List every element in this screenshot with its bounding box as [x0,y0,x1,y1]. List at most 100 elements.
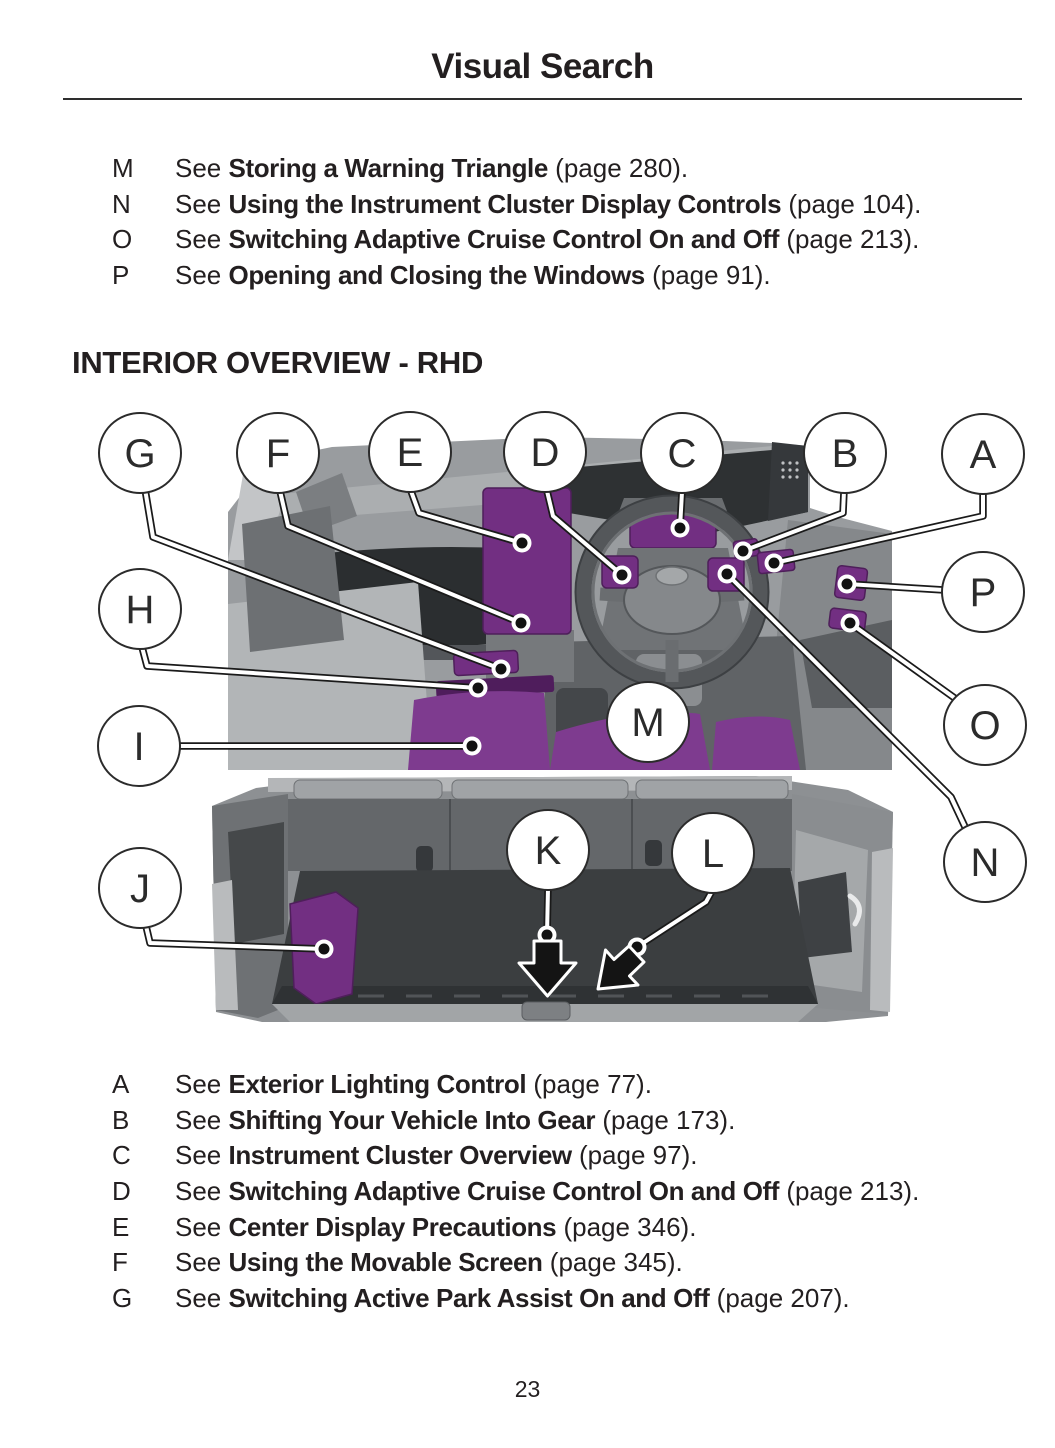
svg-text:I: I [133,725,144,769]
callout-j: J [98,847,182,929]
callouts: G F E D C B A H P I O M N J K L [97,411,1027,929]
svg-text:C: C [668,432,697,476]
svg-text:N: N [971,841,1000,885]
reference-link[interactable]: Switching Adaptive Cruise Control On and… [228,1176,780,1207]
callout-f: F [236,412,320,494]
reference-link[interactable]: Storing a Warning Triangle [228,153,549,183]
svg-text:O: O [969,704,1000,748]
callout-m: M [606,681,690,763]
title-divider [63,98,1022,100]
reference-letter: G [112,1283,133,1314]
see-label: See [175,1176,222,1207]
reference-row: A See Exterior Lighting Control (page 77)… [112,1067,1012,1103]
reference-row: C See Instrument Cluster Overview (page 9… [112,1138,1012,1174]
section-heading: INTERIOR OVERVIEW - RHD [72,345,484,380]
svg-text:P: P [970,571,997,615]
right-pillar [768,442,808,521]
see-label: See [175,1247,222,1278]
down-left-arrow-icon [596,944,646,991]
reference-letter: F [112,1247,128,1278]
callout-b: B [803,412,887,494]
callout-g: G [98,412,182,494]
callout-l: L [671,812,755,894]
leader-dots [314,518,860,959]
see-label: See [175,1140,222,1171]
page-ref: (page 346). [563,1211,697,1242]
page-ref: (page 280). [555,153,689,183]
svg-text:K: K [535,829,562,873]
svg-text:B: B [832,432,859,476]
see-label: See [175,260,222,291]
reference-link[interactable]: Instrument Cluster Overview [228,1140,573,1171]
page-ref: (page 91). [652,260,771,291]
tweeter-grille-dots [781,461,799,479]
reference-link[interactable]: Switching Active Park Assist On and Off [228,1283,710,1314]
reference-link[interactable]: Opening and Closing the Windows [228,260,646,291]
reference-row: G See Switching Active Park Assist On and… [112,1281,1012,1317]
reference-row: O See Switching Adaptive Cruise Control O… [112,222,1012,258]
reference-row: E See Center Display Precautions (page 34… [112,1210,1012,1246]
reference-link[interactable]: Shifting Your Vehicle Into Gear [228,1104,596,1135]
reference-letter: D [112,1176,131,1207]
page-ref: (page 104). [788,188,922,219]
svg-text:F: F [266,432,290,476]
callout-o: O [943,684,1027,766]
interior-diagram: G F E D C B A H P I O M N J K L [97,411,1027,1022]
reference-letter: N [112,188,131,219]
callout-h: H [98,568,182,650]
reference-link[interactable]: Switching Adaptive Cruise Control On and… [228,224,780,255]
page-ref: (page 213). [786,224,920,255]
reference-letter: C [112,1140,131,1171]
reference-row: P See Opening and Closing the Windows (pa… [112,258,1012,294]
seat-cushion-highlight [408,691,550,770]
svg-text:L: L [702,832,724,876]
see-label: See [175,153,222,183]
reference-row: M See Storing a Warning Triangle (page 28… [112,151,1012,187]
svg-text:J: J [130,867,150,911]
page-ref: (page 97). [578,1140,698,1171]
see-label: See [175,224,222,255]
reference-link[interactable]: Center Display Precautions [228,1211,557,1242]
see-label: See [175,188,222,219]
reference-letter: M [112,153,134,183]
page-ref: (page 77). [533,1069,652,1099]
svg-text:G: G [124,432,155,476]
see-label: See [175,1104,222,1135]
reference-letter: A [112,1069,130,1099]
reference-row: F See Using the Movable Screen (page 345)… [112,1245,1012,1281]
callout-n: N [943,821,1027,903]
callout-c: C [640,412,724,494]
reference-row: B See Shifting Your Vehicle Into Gear (pa… [112,1103,1012,1139]
page-number: 23 [514,1376,541,1402]
svg-text:E: E [397,431,424,475]
svg-text:H: H [126,588,155,632]
callout-e: E [368,411,452,493]
reference-row: N See Using the Instrument Cluster Displa… [112,187,1012,223]
page-ref: (page 345). [549,1247,683,1278]
page-ref: (page 213). [786,1176,920,1207]
callout-a: A [941,413,1025,495]
svg-text:D: D [531,431,560,475]
top-reference-list: M See Storing a Warning Triangle (page 28… [112,151,1012,294]
callout-p: P [941,551,1025,633]
svg-text:M: M [631,701,664,745]
see-label: See [175,1211,222,1242]
reference-letter: E [112,1211,130,1242]
reference-letter: B [112,1104,130,1135]
reference-link[interactable]: Using the Instrument Cluster Display Con… [228,188,782,219]
svg-text:A: A [970,433,997,477]
callout-d: D [503,411,587,493]
page-ref: (page 207). [716,1283,850,1314]
see-label: See [175,1283,222,1314]
page-ref: (page 173). [602,1104,736,1135]
callout-i: I [97,705,181,787]
leader-lines [138,485,987,953]
callout-k: K [506,809,590,891]
reference-letter: O [112,224,133,255]
reference-letter: P [112,260,130,291]
reference-link[interactable]: Exterior Lighting Control [228,1069,527,1099]
see-label: See [175,1069,222,1099]
bottom-reference-list: A See Exterior Lighting Control (page 77)… [112,1067,1012,1317]
reference-link[interactable]: Using the Movable Screen [228,1247,543,1278]
